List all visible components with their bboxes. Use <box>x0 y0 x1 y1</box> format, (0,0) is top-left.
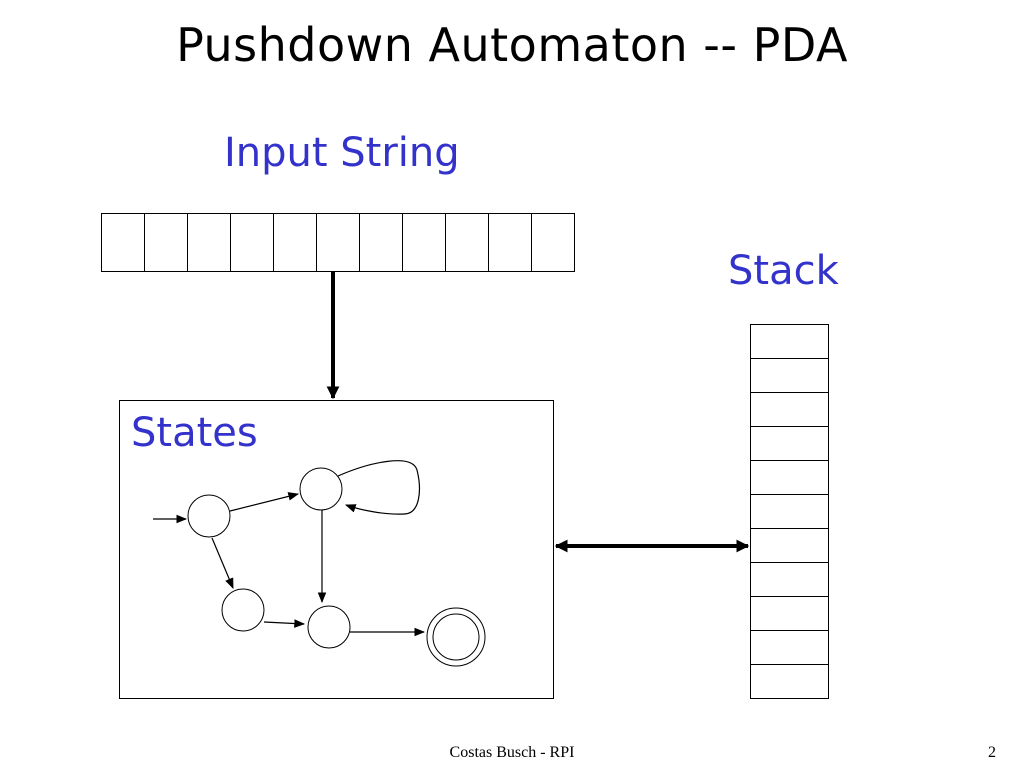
transition-q2-q3 <box>263 619 306 628</box>
state-circle-q0 <box>187 494 231 538</box>
tape-cell <box>489 214 532 271</box>
states-label: States <box>131 410 258 456</box>
stack-cell <box>751 563 828 597</box>
tape-cell <box>317 214 360 271</box>
tape-cell <box>102 214 145 271</box>
page-number: 2 <box>988 744 996 761</box>
stack-label: Stack <box>728 248 839 294</box>
transition-q0-q2 <box>211 537 234 589</box>
tape-cell <box>188 214 231 271</box>
stack-cell <box>751 325 828 359</box>
stack-cell <box>751 495 828 529</box>
tape-cell <box>446 214 489 271</box>
tape-cell <box>274 214 317 271</box>
stack-cell <box>751 461 828 495</box>
stack-cell <box>751 529 828 563</box>
stack-cell <box>751 359 828 393</box>
input-tape <box>101 213 575 272</box>
tape-cell <box>532 214 575 271</box>
state-circle-q2 <box>221 588 265 632</box>
state-diagram <box>153 460 486 667</box>
stack-cell <box>751 393 828 427</box>
stack-column <box>750 324 829 699</box>
slide-title: Pushdown Automaton -- PDA <box>176 18 848 72</box>
tape-cell <box>145 214 188 271</box>
tape-cell <box>231 214 274 271</box>
stack-cell <box>751 631 828 665</box>
stack-cell <box>751 597 828 631</box>
state-circle-q4-inner <box>432 613 480 661</box>
states-box <box>119 400 554 699</box>
state-circle-q1 <box>299 467 343 511</box>
tape-cell <box>403 214 446 271</box>
input-string-label: Input String <box>224 130 460 176</box>
stack-cell <box>751 665 828 699</box>
stack-cell <box>751 427 828 461</box>
transition-q0-q1 <box>229 492 300 512</box>
tape-cell <box>360 214 403 271</box>
footer-author: Costas Busch - RPI <box>449 744 575 761</box>
transition-q1-self-loop <box>337 460 420 515</box>
state-circle-q3 <box>307 605 351 649</box>
